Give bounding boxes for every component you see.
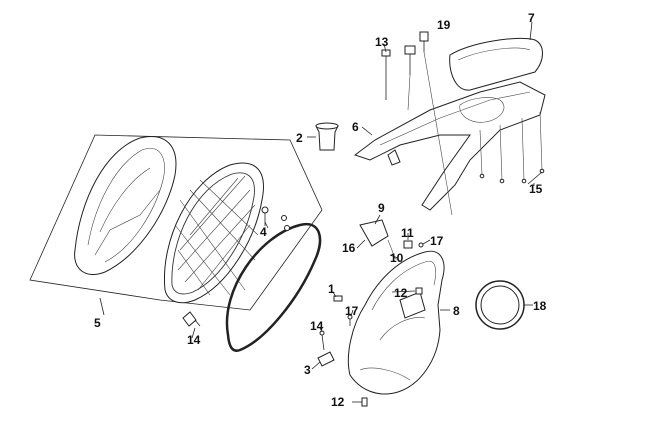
- seat-cover: [74, 136, 177, 275]
- bolt-13: [381, 49, 391, 100]
- rear-carrier: [353, 81, 546, 211]
- bolt-13b: [404, 45, 416, 75]
- bolt-4: [261, 206, 290, 231]
- screw-12-top: [415, 287, 423, 295]
- clip-11: [403, 240, 413, 249]
- seat-group-outline: [29, 134, 323, 311]
- callout-17a: 17: [430, 234, 444, 248]
- callout-4: 4: [260, 225, 267, 239]
- callout-12b: 12: [331, 395, 345, 409]
- seat-seal-ring: [225, 222, 322, 352]
- hinge-3: [317, 351, 335, 367]
- callout-3: 3: [304, 363, 311, 377]
- callout-10: 10: [390, 251, 404, 265]
- seat-base: [163, 162, 264, 304]
- leader-13b-line: [407, 74, 411, 111]
- callout-14b: 14: [310, 319, 324, 333]
- hinge-14-left: [182, 311, 201, 327]
- leader-lines: [99, 21, 535, 370]
- screw-12-bottom: [352, 397, 368, 407]
- utility-box: [347, 250, 445, 395]
- callout-12a: 12: [394, 286, 408, 300]
- cap-2: [315, 122, 339, 151]
- washers-15: [479, 111, 545, 185]
- callout-1: 1: [328, 282, 335, 296]
- callout-15: 15: [529, 182, 543, 196]
- callout-9: 9: [378, 201, 385, 215]
- leader-19-line: [423, 51, 453, 216]
- grab-pad: [449, 37, 543, 91]
- screw-17a: [418, 242, 424, 248]
- callout-8: 8: [453, 304, 460, 318]
- callout-14a: 14: [187, 333, 201, 347]
- latch-rod-10: [387, 239, 403, 263]
- callout-6: 6: [352, 120, 359, 134]
- callout-19: 19: [437, 18, 451, 32]
- callout-11: 11: [401, 226, 414, 240]
- callout-16: 16: [342, 241, 356, 255]
- callout-13: 13: [375, 35, 389, 49]
- callout-2: 2: [296, 131, 303, 145]
- hook-14-right: [319, 330, 325, 351]
- callout-5: 5: [94, 316, 101, 330]
- pin-1: [333, 295, 343, 302]
- latch-9: [359, 219, 389, 247]
- callout-7: 7: [528, 11, 535, 25]
- callout-17b: 17: [345, 304, 359, 318]
- callout-18: 18: [533, 299, 547, 313]
- ring-18: [475, 280, 525, 330]
- bolt-19: [419, 31, 429, 52]
